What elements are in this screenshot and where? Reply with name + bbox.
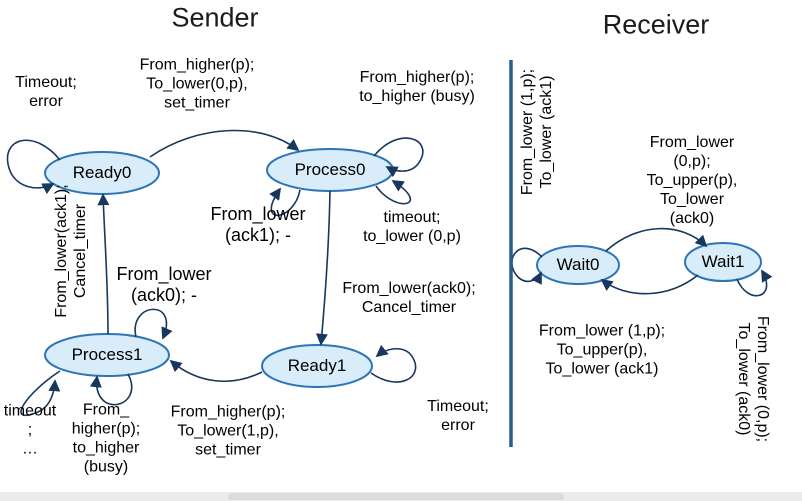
transition-label-wait1-to-wait0: From_lower (1,p); To_upper(p), To_lower …: [538, 322, 666, 378]
transition-label-ready1-self-timeout: Timeout; error: [427, 398, 489, 434]
transition-label-ready0-self-timeout: Timeout; error: [15, 74, 77, 110]
transition-label-process1-self-timeout: timeout ; …: [3, 402, 57, 458]
state-process1: [44, 333, 170, 377]
arrow-process0-self-ack1: [269, 187, 301, 217]
transition-label-wait0-self: From_lower (1,p); To_lower (ack1): [519, 68, 555, 196]
state-wait0: [536, 245, 620, 285]
arrow-ready0-self-timeout: [6, 139, 61, 195]
arrow-ready1-self-timeout: [370, 344, 417, 383]
state-label-ready1: Ready1: [287, 356, 347, 375]
transition-label-process0-self-busy: From_higher(p); to_higher (busy): [359, 69, 475, 105]
arrow-ready0-to-process0: [149, 129, 300, 158]
state-label-wait1: Wait1: [701, 252, 745, 271]
sender-title: Sender: [171, 2, 259, 33]
transition-label-process1-to-ready0: From_lower(ack1); Cancel_timer: [53, 184, 89, 318]
transition-label-ready1-to-process1: From_higher(p); To_lower(1,p), set_timer: [170, 403, 286, 459]
transition-label-process0-self-timeout: timeout; to_lower (0,p): [363, 209, 461, 245]
receiver-title: Receiver: [602, 9, 710, 40]
arrow-wait0-to-wait1: [605, 227, 708, 252]
transition-label-wait0-to-wait1: From_lower (0,p); To_upper(p), To_lower …: [646, 133, 738, 227]
arrow-process0-self-busy: [373, 137, 424, 178]
arrow-wait0-self: [511, 247, 543, 285]
scrollbar-thumb[interactable]: [228, 493, 564, 500]
arrow-process1-to-ready0: [97, 193, 110, 335]
state-wait1: [684, 242, 762, 282]
state-label-process0: Process0: [294, 160, 366, 179]
arrow-wait1-to-wait0: [600, 274, 699, 295]
arrow-process1-self-timeout: [20, 370, 61, 417]
transition-label-ready0-to-process0: From_higher(p); To_lower(0,p), set_timer: [139, 56, 255, 112]
state-label-process1: Process1: [71, 345, 143, 364]
transition-label-wait1-self: From_lower (0,p); To_lower (ack0): [735, 315, 771, 443]
state-label-wait0: Wait0: [556, 255, 600, 274]
arrow-process0-to-ready1: [315, 190, 331, 346]
transition-label-process1-self-ack0: From_lower (ack0); -: [116, 263, 212, 305]
state-label-ready0: Ready0: [72, 163, 132, 182]
transition-label-process1-self-busy: From_ higher(p); to_higher (busy): [71, 401, 141, 475]
arrow-ready1-to-process1: [169, 359, 263, 382]
transition-label-process0-to-ready1: From_lower(ack0); Cancel_timer: [342, 280, 476, 316]
arrow-wait1-self: [736, 269, 773, 297]
arrow-process1-self-ack0: [134, 308, 173, 340]
transition-label-process0-self-ack1: From_lower (ack1); -: [210, 203, 306, 245]
arrow-process0-self-timeout: [375, 180, 411, 205]
arrow-process1-self-busy: [89, 373, 133, 406]
